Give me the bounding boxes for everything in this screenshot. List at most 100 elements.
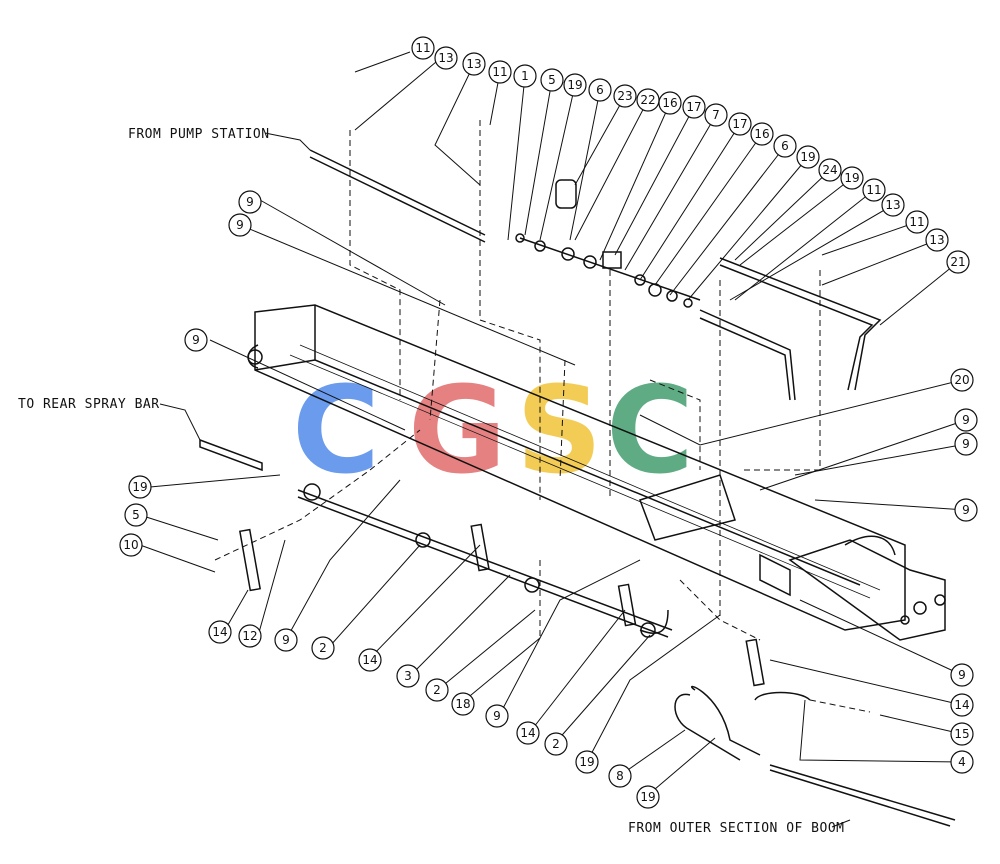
callout-circle xyxy=(682,95,706,119)
leader-lines xyxy=(139,51,967,828)
watermark-letter-c1: C xyxy=(292,362,380,501)
callout-11: 11 xyxy=(905,210,929,234)
callout-number: 8 xyxy=(616,769,624,783)
callout-circle xyxy=(950,693,974,717)
callout-circle xyxy=(750,122,774,146)
callout-8: 8 xyxy=(608,764,632,788)
callout-number: 13 xyxy=(885,198,900,212)
callout-circle xyxy=(950,750,974,774)
callout-14: 14 xyxy=(950,693,974,717)
callout-circle xyxy=(954,432,978,456)
callout-13: 13 xyxy=(925,228,949,252)
callout-circle xyxy=(119,533,143,557)
callout-circle xyxy=(311,636,335,660)
callout-circle xyxy=(704,103,728,127)
callout-circle xyxy=(946,250,970,274)
callout-circle xyxy=(451,692,475,716)
callout-circle xyxy=(485,704,509,728)
callout-number: 9 xyxy=(962,437,970,451)
callout-18: 18 xyxy=(451,692,475,716)
callout-number: 16 xyxy=(754,127,769,141)
callout-circle xyxy=(954,498,978,522)
callout-9: 9 xyxy=(954,432,978,456)
callout-13: 13 xyxy=(462,52,486,76)
callout-9: 9 xyxy=(950,663,974,687)
callout-circle xyxy=(575,750,599,774)
callout-number: 4 xyxy=(958,755,966,769)
callout-15: 15 xyxy=(950,722,974,746)
callout-6: 6 xyxy=(773,134,797,158)
callout-number: 14 xyxy=(520,726,535,740)
callout-19: 19 xyxy=(796,145,820,169)
callout-9: 9 xyxy=(274,628,298,652)
callout-10: 10 xyxy=(119,533,143,557)
callout-circle xyxy=(728,112,752,136)
callout-circle xyxy=(608,764,632,788)
callout-number: 21 xyxy=(950,255,965,269)
callout-circle xyxy=(274,628,298,652)
callout-number: 6 xyxy=(596,83,604,97)
callout-23: 23 xyxy=(613,84,637,108)
callout-number: 17 xyxy=(686,100,701,114)
callout-circle xyxy=(796,145,820,169)
callout-circle xyxy=(238,190,262,214)
callout-number: 20 xyxy=(954,373,969,387)
callout-13: 13 xyxy=(881,193,905,217)
callout-20: 20 xyxy=(950,368,974,392)
callout-number: 24 xyxy=(822,163,837,177)
callout-circle xyxy=(434,46,458,70)
callout-circle xyxy=(563,73,587,97)
callout-11: 11 xyxy=(488,60,512,84)
callout-circle xyxy=(228,213,252,237)
callout-19: 19 xyxy=(128,475,152,499)
callout-2: 2 xyxy=(544,732,568,756)
callout-number: 19 xyxy=(132,480,147,494)
boom-beam xyxy=(247,304,946,641)
callout-circle xyxy=(513,64,537,88)
callout-13: 13 xyxy=(434,46,458,70)
callout-number: 9 xyxy=(236,218,244,232)
callout-17: 17 xyxy=(682,95,706,119)
callout-9: 9 xyxy=(954,498,978,522)
callout-circle xyxy=(950,663,974,687)
callout-circle xyxy=(905,210,929,234)
callout-circle xyxy=(954,408,978,432)
callout-4: 4 xyxy=(950,750,974,774)
callout-number: 17 xyxy=(732,117,747,131)
callout-6: 6 xyxy=(588,78,612,102)
callout-number: 14 xyxy=(954,698,969,712)
callout-19: 19 xyxy=(636,785,660,809)
callout-number: 9 xyxy=(493,709,501,723)
callout-circle xyxy=(881,193,905,217)
callout-circle xyxy=(238,624,262,648)
callout-number: 14 xyxy=(362,653,377,667)
callout-number: 18 xyxy=(455,697,470,711)
watermark-letter-g: G xyxy=(408,362,507,501)
callout-number: 12 xyxy=(242,629,257,643)
callout-3: 3 xyxy=(396,664,420,688)
callout-circle xyxy=(396,664,420,688)
callout-number: 11 xyxy=(866,183,881,197)
callout-number: 11 xyxy=(415,41,430,55)
callout-circle xyxy=(425,678,449,702)
callout-number: 9 xyxy=(192,333,200,347)
callout-number: 23 xyxy=(617,89,632,103)
callout-2: 2 xyxy=(311,636,335,660)
callout-number: 7 xyxy=(712,108,720,122)
callout-9: 9 xyxy=(238,190,262,214)
callout-circle xyxy=(613,84,637,108)
callout-number: 9 xyxy=(962,503,970,517)
callout-circle xyxy=(128,475,152,499)
callout-1: 1 xyxy=(513,64,537,88)
callout-number: 19 xyxy=(800,150,815,164)
callout-circle xyxy=(636,785,660,809)
callout-12: 12 xyxy=(238,624,262,648)
callout-circle xyxy=(488,60,512,84)
callout-number: 2 xyxy=(552,737,560,751)
callout-number: 19 xyxy=(844,171,859,185)
callout-number: 19 xyxy=(567,78,582,92)
callout-9: 9 xyxy=(485,704,509,728)
callout-circle xyxy=(184,328,208,352)
callout-9: 9 xyxy=(954,408,978,432)
